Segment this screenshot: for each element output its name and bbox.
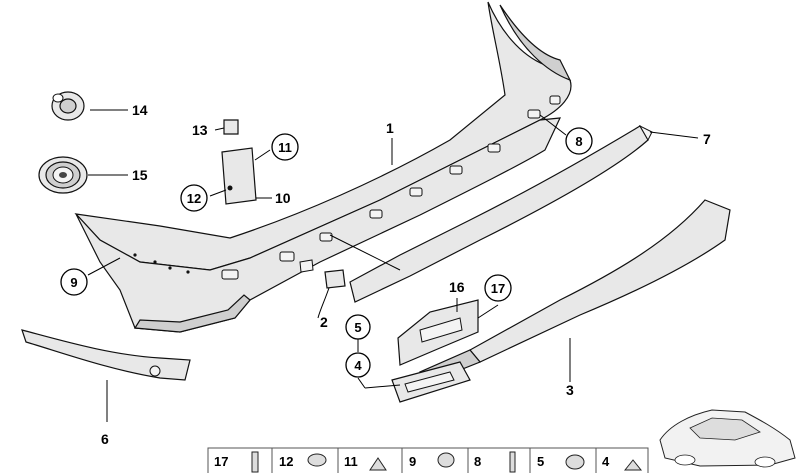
callout-labels: 14 15 13 10 1 7 2 6 3 16 [101, 102, 711, 447]
callout-4: 4 [354, 358, 362, 373]
callout-7: 7 [703, 131, 711, 147]
callout-15: 15 [132, 167, 148, 183]
callout-6: 6 [101, 431, 109, 447]
hw-label-9: 9 [409, 454, 416, 469]
callout-5: 5 [354, 320, 361, 335]
callout-9: 9 [70, 275, 77, 290]
callout-11: 11 [278, 140, 292, 155]
clip-icon [369, 457, 387, 471]
car-thumbnail [659, 409, 796, 468]
clamp-icon [623, 459, 643, 471]
callout-16: 16 [449, 279, 465, 295]
circled-callouts: 11 12 8 9 17 5 4 [60, 127, 593, 378]
pin-icon [251, 451, 259, 473]
callout-13: 13 [192, 122, 208, 138]
wire-2 [317, 284, 331, 319]
leader-lines [87, 109, 699, 422]
hw-label-4: 4 [602, 454, 610, 469]
screw-icon [307, 453, 327, 467]
hw-label-8: 8 [474, 454, 481, 469]
hw-label-5: 5 [537, 454, 544, 469]
reflector-strip [21, 329, 191, 381]
bracket-10 [221, 147, 257, 205]
hw-label-17: 17 [214, 454, 228, 469]
callout-14: 14 [132, 102, 148, 118]
callout-10: 10 [275, 190, 291, 206]
callout-12: 12 [187, 191, 201, 206]
callout-3: 3 [566, 382, 574, 398]
callout-1: 1 [386, 120, 394, 136]
bolt-icon [509, 451, 516, 473]
bumper-cover [74, 1, 572, 333]
callout-17: 17 [491, 281, 505, 296]
trim-strip [349, 125, 649, 303]
plug-14 [51, 91, 85, 121]
clip-13 [223, 119, 239, 135]
hw-label-12: 12 [279, 454, 293, 469]
hw-label-11: 11 [344, 454, 358, 469]
callout-2: 2 [320, 314, 328, 330]
callout-8: 8 [575, 134, 582, 149]
grommet-15 [38, 156, 88, 194]
hardware-strip: 17 12 11 9 8 5 4 [207, 447, 649, 473]
rivet-icon [437, 452, 455, 468]
nut-icon [565, 454, 585, 470]
